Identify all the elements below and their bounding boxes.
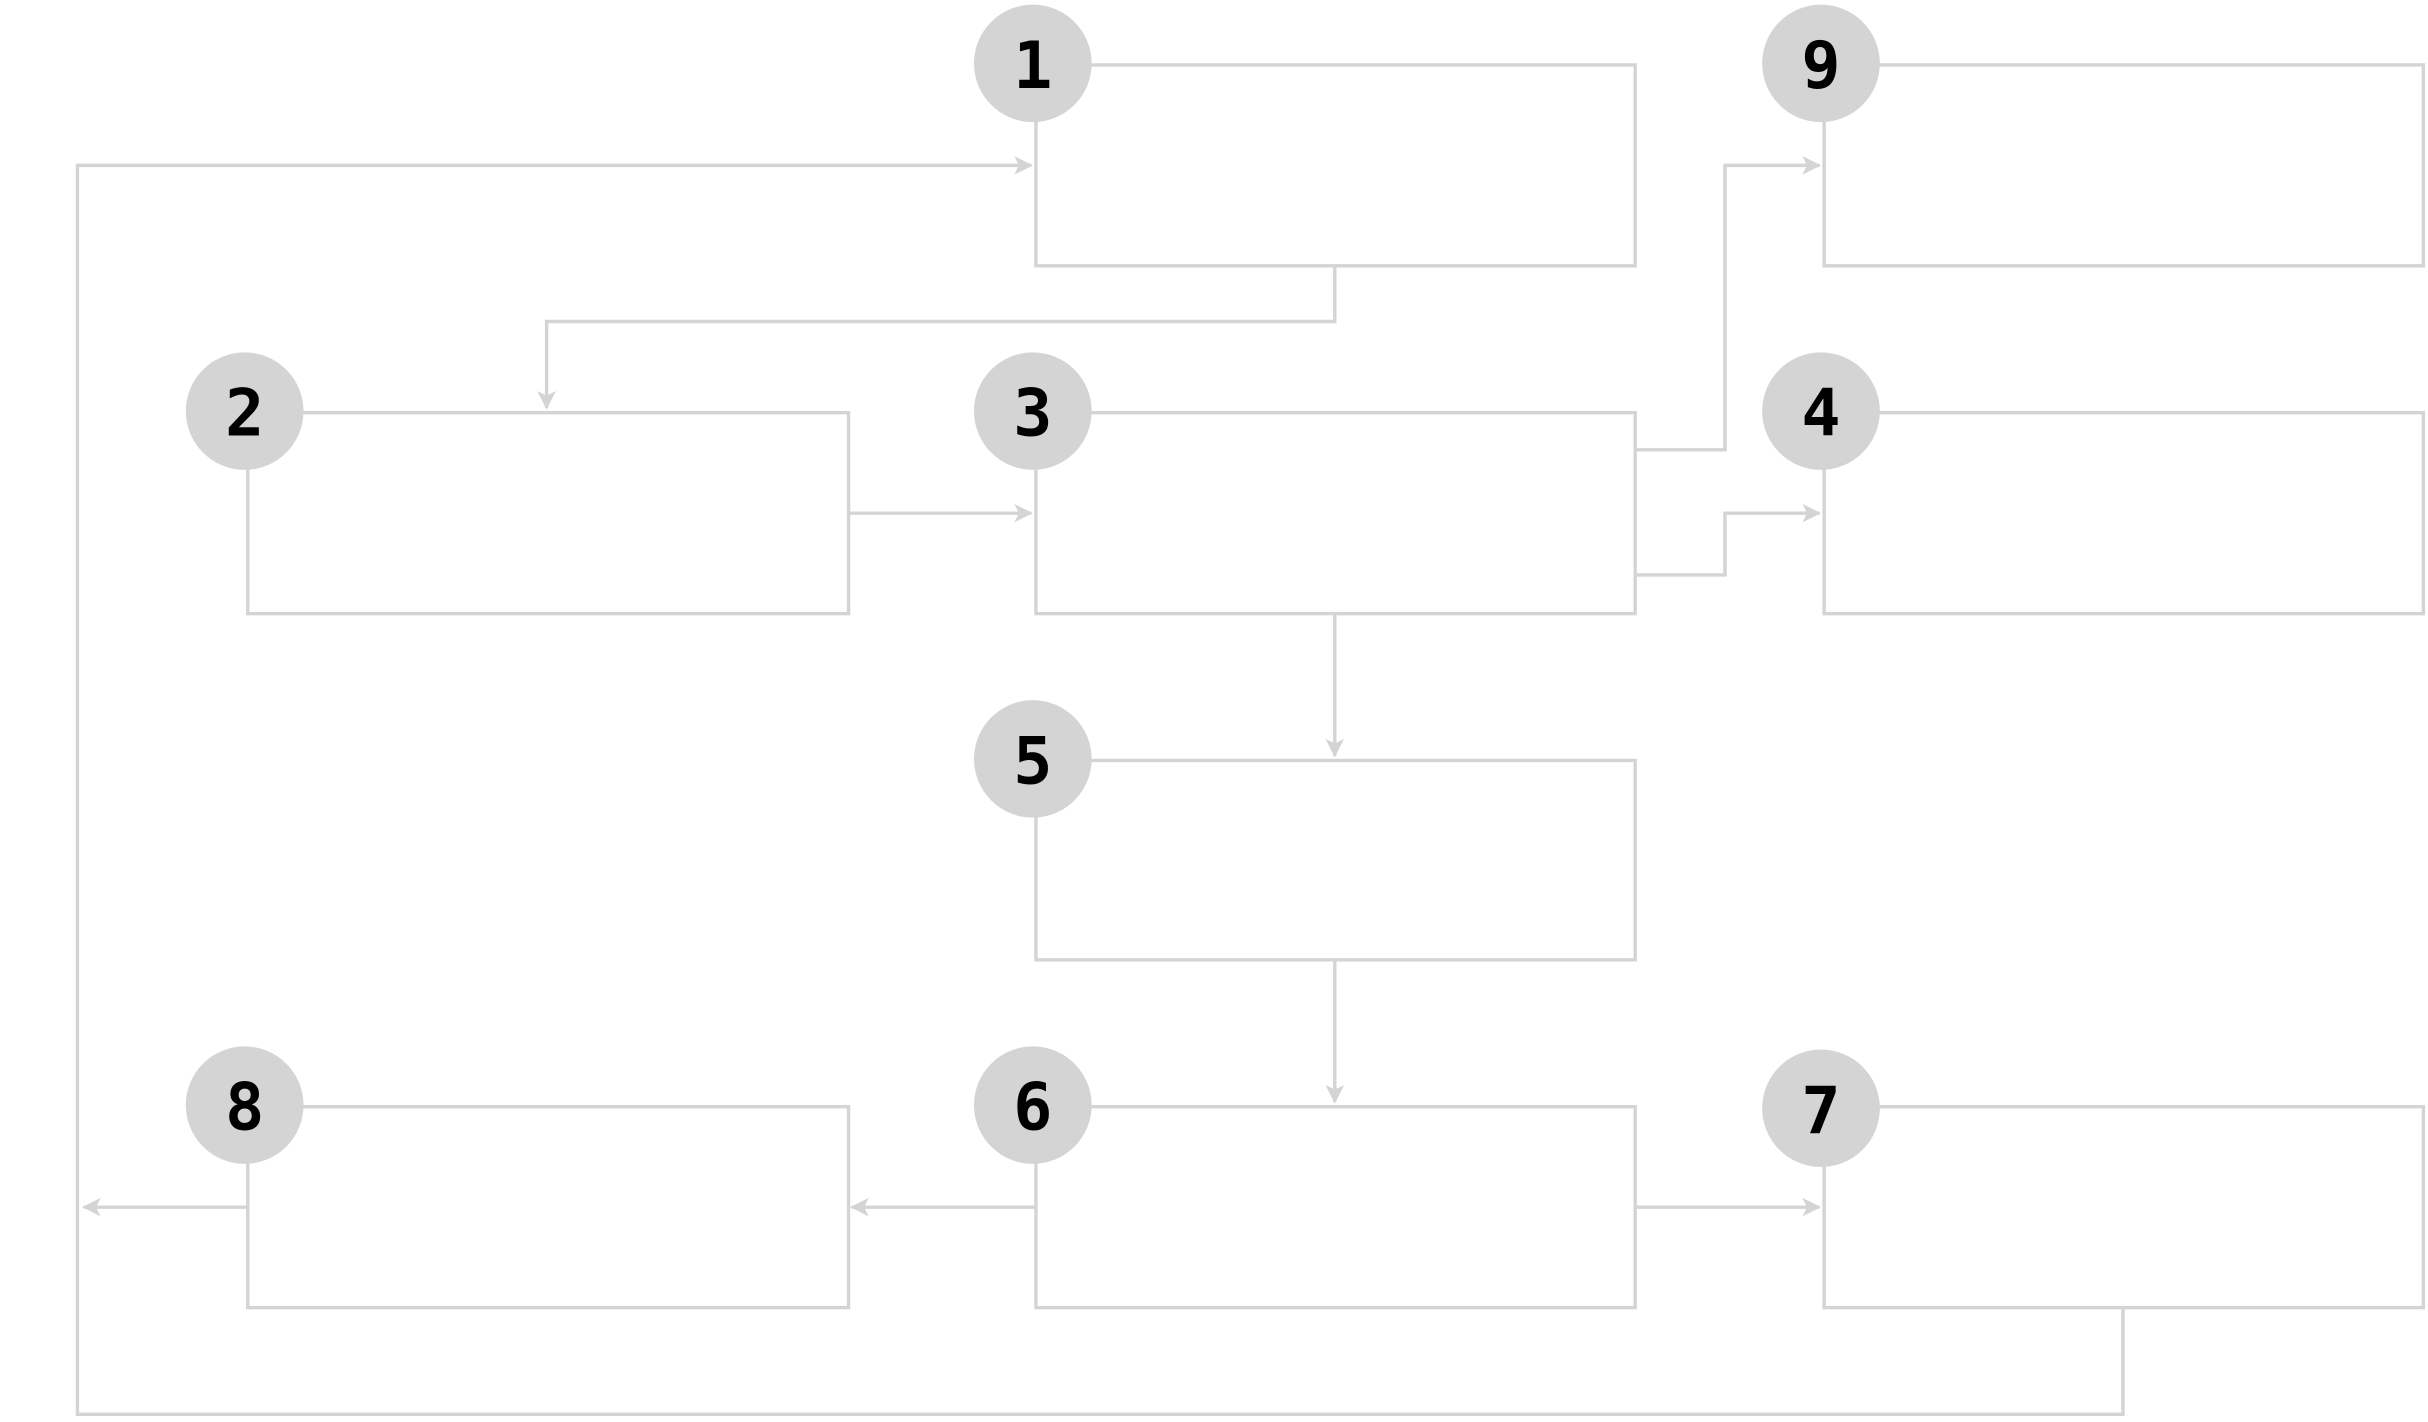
- node-5[interactable]: 5: [973, 700, 1637, 962]
- node-number: 2: [225, 377, 264, 452]
- node-badge: [1762, 4, 1880, 123]
- node-number: 4: [1801, 377, 1840, 452]
- node-badge: [973, 1046, 1092, 1164]
- node-number: 9: [1801, 29, 1840, 104]
- node-number: 5: [1013, 725, 1052, 800]
- node-9[interactable]: 9: [1762, 4, 2426, 268]
- node-box: [1034, 1104, 1637, 1310]
- node-badge: [185, 352, 304, 470]
- node-badge: [973, 352, 1092, 470]
- edge-3-to-9: [1635, 156, 1822, 452]
- node-box: [1822, 63, 2426, 268]
- node-badge: [973, 4, 1092, 123]
- node-box: [1034, 410, 1637, 616]
- node-number: 3: [1013, 377, 1052, 452]
- node-2[interactable]: 2: [185, 352, 851, 616]
- node-number: 7: [1801, 1074, 1840, 1149]
- node-box: [1034, 758, 1637, 962]
- edge-7-to-1: [75, 156, 2125, 1416]
- node-6[interactable]: 6: [973, 1046, 1637, 1310]
- node-badge: [1762, 1049, 1880, 1167]
- node-1[interactable]: 1: [973, 4, 1637, 268]
- node-badge: [973, 700, 1092, 818]
- node-number: 8: [225, 1071, 264, 1146]
- node-number: 6: [1013, 1071, 1052, 1146]
- node-badge: [1762, 352, 1880, 470]
- node-box: [1822, 410, 2426, 616]
- node-box: [246, 1104, 851, 1310]
- node-7[interactable]: 7: [1762, 1049, 2426, 1310]
- node-8[interactable]: 8: [185, 1046, 851, 1310]
- node-badge: [185, 1046, 304, 1164]
- edge-3-to-4: [1635, 503, 1822, 577]
- node-3[interactable]: 3: [973, 352, 1637, 616]
- node-box: [1822, 1104, 2426, 1310]
- node-box: [1034, 63, 1637, 268]
- node-box: [246, 410, 851, 616]
- edge-1-to-2: [537, 265, 1337, 410]
- node-number: 1: [1013, 29, 1052, 104]
- node-4[interactable]: 4: [1762, 352, 2426, 616]
